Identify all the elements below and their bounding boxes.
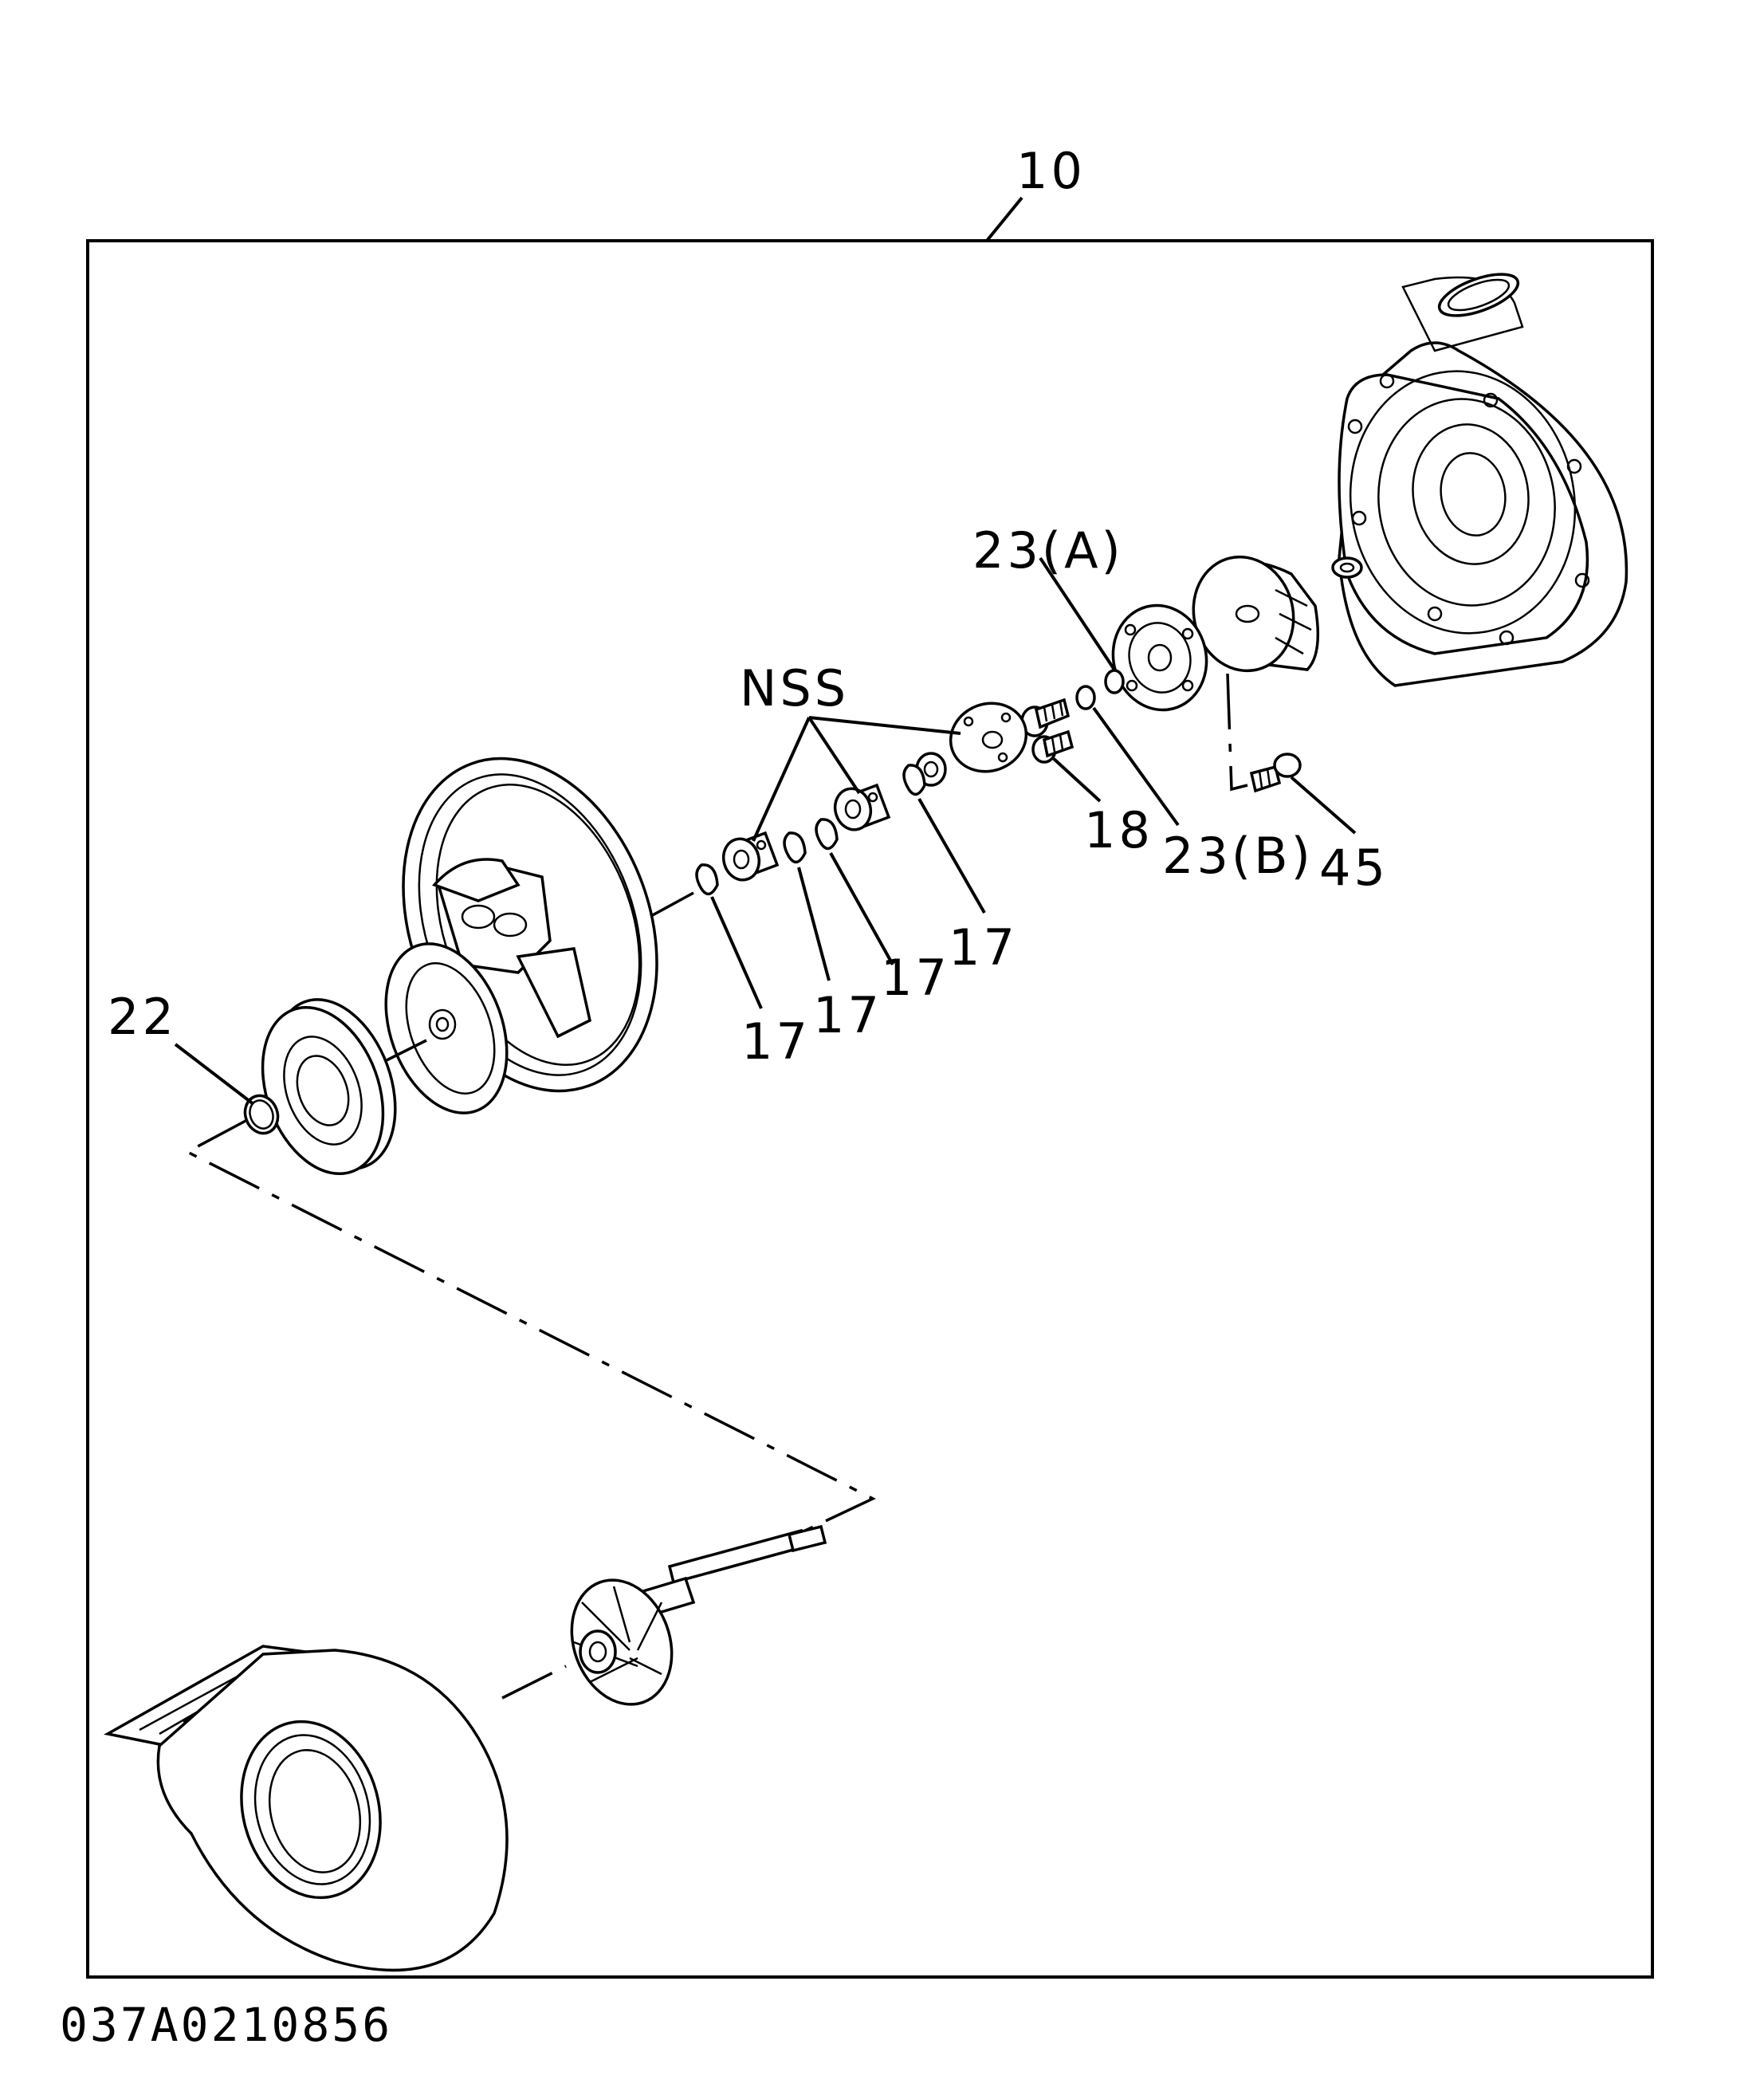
leader-17-b <box>797 867 831 981</box>
label-17-c: 17 <box>881 949 950 1007</box>
o-ring-23a <box>1104 669 1125 694</box>
label-18: 18 <box>1084 801 1153 859</box>
leader-17-c <box>829 852 894 965</box>
piston-ring-22-inner <box>249 1099 274 1130</box>
bolt-45 <box>1249 753 1302 793</box>
label-17-d: 17 <box>949 918 1018 977</box>
locator-turbine-shaft <box>184 1118 876 1532</box>
thrust-bearing <box>949 702 1028 773</box>
journal-bearing-lower <box>721 831 780 882</box>
label-23a: 23(A) <box>972 521 1124 580</box>
leader-18 <box>1051 756 1102 803</box>
centerline-backplate <box>386 1039 427 1062</box>
leader-45 <box>1290 776 1357 835</box>
drawing-code: 037A0210856 <box>60 1998 392 2052</box>
label-17-a: 17 <box>741 1012 811 1071</box>
assembly-frame <box>86 239 1654 1979</box>
heat-shield <box>261 998 397 1176</box>
label-17-b: 17 <box>813 986 882 1044</box>
shaft-nut <box>1331 556 1363 579</box>
thrust-plate <box>1111 603 1208 712</box>
o-ring-23b <box>1075 685 1096 710</box>
leader-22 <box>174 1043 255 1106</box>
leader-23a <box>1039 556 1116 671</box>
label-22: 22 <box>108 988 177 1046</box>
label-10: 10 <box>1016 142 1086 200</box>
turbine-wheel-shaft <box>570 1524 827 1706</box>
leader-23b <box>1092 706 1180 827</box>
label-45: 45 <box>1319 839 1389 897</box>
leader-17-d <box>917 798 986 914</box>
locator-45 <box>1226 673 1248 792</box>
centerline-turbine <box>501 1665 567 1700</box>
label-nss: NSS <box>740 659 849 717</box>
label-23b: 23(B) <box>1162 827 1314 885</box>
leader-10 <box>985 196 1023 242</box>
compressor-housing <box>1338 273 1628 687</box>
screws-18 <box>1020 698 1075 764</box>
leader-nss <box>752 716 961 842</box>
leader-17-a <box>710 896 763 1009</box>
snap-rings-17 <box>695 764 926 896</box>
center-bearing-housing <box>384 757 658 1114</box>
journal-bearing-upper <box>833 783 891 831</box>
turbine-housing <box>104 1645 509 1972</box>
centerline-housing <box>649 891 694 918</box>
